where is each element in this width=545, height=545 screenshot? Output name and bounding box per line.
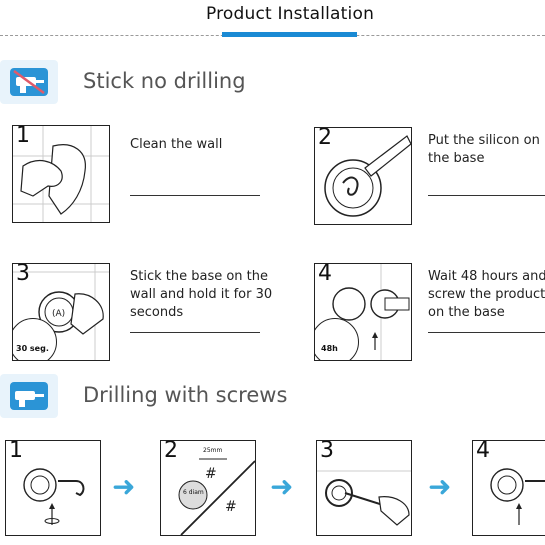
section-title-stick: Stick no drilling (83, 69, 246, 93)
timer-icon (315, 318, 359, 360)
step-number: 3 (320, 440, 334, 463)
step-3-text: Stick the base on the wall and hold it f… (130, 269, 273, 320)
step-2-underline (428, 195, 545, 196)
step-number: 4 (476, 440, 490, 463)
step-number: 2 (318, 127, 332, 150)
section-title-drilling: Drilling with screws (83, 383, 288, 407)
next-arrow: ➜ (428, 470, 452, 503)
step-number: 4 (318, 263, 332, 286)
step-4-illustration: 48h 4 (314, 263, 412, 361)
step-1-underline (130, 195, 260, 196)
step-2-text: Put the silicon on the base (428, 133, 540, 166)
step-4-text: Wait 48 hours and screw the product on t… (428, 269, 545, 320)
svg-text:(A): (A) (52, 309, 65, 319)
next-arrow: ➜ (270, 470, 294, 503)
timer-icon (13, 318, 57, 360)
svg-text:#: # (225, 499, 237, 515)
timer-label: 30 seg. (16, 344, 49, 353)
step-1-text: Clean the wall (130, 137, 223, 152)
step-number: 1 (16, 125, 30, 148)
step-number: 1 (9, 440, 23, 463)
step-2-illustration: 2 (314, 127, 412, 225)
drill-step-3-illustration: 3 (316, 440, 412, 536)
step-3-illustration: (A) 30 seg. 3 (12, 263, 110, 361)
dimension-label: 25mm (203, 447, 223, 454)
step-number: 2 (164, 440, 178, 463)
next-arrow: ➜ (112, 470, 136, 503)
step-number: 3 (16, 263, 30, 286)
step-4-underline (428, 332, 545, 333)
drill-icon (0, 374, 58, 418)
svg-text:#: # (205, 466, 217, 482)
no-drill-icon (0, 60, 58, 104)
drill-step-1-illustration: 1 (5, 440, 101, 536)
drill-step-4-illustration: 4 (472, 440, 545, 536)
step-3-underline (130, 332, 260, 333)
step-1-illustration: 1 (12, 125, 110, 223)
drill-step-2-illustration: # # 25mm 6 diam 2 (160, 440, 256, 536)
title-underline (222, 32, 357, 37)
page-title: Product Installation (205, 4, 375, 24)
timer-label: 48h (321, 344, 338, 353)
hole-diameter-label: 6 diam (183, 489, 204, 496)
